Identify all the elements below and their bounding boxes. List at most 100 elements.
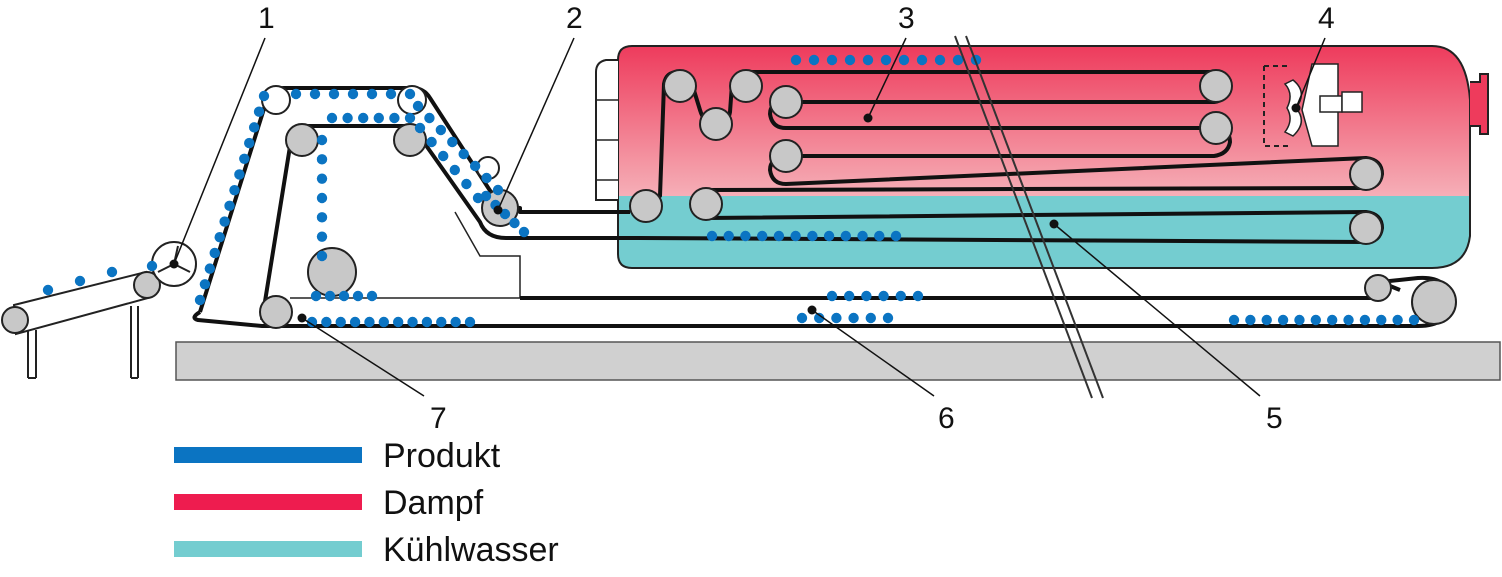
product-dot bbox=[316, 250, 328, 262]
legend-swatch-1 bbox=[174, 494, 362, 510]
product-dot bbox=[509, 217, 520, 229]
product-dot bbox=[1343, 314, 1354, 326]
callout-number-3: 3 bbox=[898, 2, 915, 35]
legend-label-1: Dampf bbox=[383, 484, 484, 522]
product-dot bbox=[407, 316, 418, 328]
leader-line-4 bbox=[1295, 37, 1326, 109]
product-dot bbox=[309, 88, 321, 100]
product-dot bbox=[316, 173, 328, 184]
product-dot bbox=[882, 312, 894, 324]
product-dot bbox=[472, 192, 484, 204]
product-dot bbox=[342, 112, 353, 124]
product-dot bbox=[290, 88, 302, 100]
product-dot bbox=[458, 148, 469, 160]
product-dot bbox=[404, 88, 416, 100]
product-dot bbox=[916, 54, 928, 66]
leader-line-3 bbox=[867, 37, 907, 119]
product-dot bbox=[1408, 314, 1420, 326]
product-dot bbox=[1392, 314, 1403, 326]
product-dot bbox=[347, 88, 359, 100]
product-dot bbox=[807, 230, 818, 242]
product-dot bbox=[492, 184, 504, 196]
product-dot bbox=[435, 124, 447, 136]
product-dot bbox=[480, 190, 492, 202]
product-dot bbox=[74, 275, 86, 287]
product-dot bbox=[1359, 314, 1371, 326]
product-dot bbox=[1326, 314, 1338, 326]
product-dot bbox=[874, 230, 885, 242]
product-dot bbox=[518, 226, 530, 238]
leader-anchor-4 bbox=[1291, 103, 1301, 113]
product-dot bbox=[338, 290, 350, 302]
product-dot bbox=[244, 137, 255, 149]
product-dot bbox=[326, 112, 338, 124]
product-dot bbox=[412, 100, 424, 112]
product-dot bbox=[321, 316, 332, 328]
product-dot bbox=[1376, 314, 1387, 326]
product-dot bbox=[366, 88, 378, 100]
leader-lines bbox=[173, 37, 1326, 397]
product-dot bbox=[449, 164, 460, 176]
product-dot bbox=[253, 106, 265, 117]
product-dot bbox=[499, 208, 511, 220]
product-dot bbox=[316, 192, 328, 204]
product-dot bbox=[796, 312, 808, 324]
product-dot bbox=[219, 216, 230, 227]
product-dot bbox=[1294, 314, 1305, 326]
product-dot bbox=[878, 290, 889, 302]
product-dot bbox=[848, 312, 859, 324]
leader-anchor-5 bbox=[1049, 219, 1059, 229]
product-dot bbox=[436, 316, 447, 328]
leader-anchor-7 bbox=[297, 313, 307, 323]
legend-swatch-0 bbox=[174, 447, 362, 463]
product-dot bbox=[438, 150, 449, 162]
product-dot bbox=[912, 290, 924, 302]
product-dot bbox=[146, 260, 158, 272]
product-dot bbox=[324, 290, 336, 302]
callout-number-1: 1 bbox=[258, 2, 275, 35]
leader-anchor-3 bbox=[863, 113, 873, 123]
product-dot bbox=[890, 230, 902, 242]
product-dot bbox=[316, 154, 328, 165]
product-dot bbox=[895, 290, 906, 302]
legend-label-2: Kühlwasser bbox=[383, 531, 559, 569]
leader-anchor-6 bbox=[807, 305, 817, 315]
product-dot bbox=[389, 112, 400, 124]
product-dot bbox=[404, 112, 416, 124]
product-dot bbox=[880, 54, 892, 66]
product-dot bbox=[862, 54, 874, 66]
floor bbox=[175, 341, 1501, 381]
product-dots bbox=[42, 54, 1420, 328]
product-dot bbox=[469, 160, 481, 172]
leader-anchor-2 bbox=[493, 205, 503, 215]
product-dot bbox=[424, 112, 435, 124]
product-dot bbox=[106, 266, 118, 278]
product-dot bbox=[42, 284, 54, 296]
callout-number-5: 5 bbox=[1266, 402, 1283, 435]
product-dot bbox=[1310, 314, 1322, 326]
product-dot bbox=[414, 122, 426, 134]
product-dot bbox=[844, 290, 855, 302]
product-dot bbox=[248, 122, 260, 133]
legend-label-0: Produkt bbox=[383, 437, 501, 475]
product-dot bbox=[1261, 314, 1272, 326]
callout-number-4: 4 bbox=[1318, 2, 1335, 35]
callout-number-7: 7 bbox=[430, 402, 447, 435]
product-dot bbox=[1277, 314, 1289, 326]
product-dot bbox=[790, 54, 802, 66]
product-dot bbox=[450, 316, 461, 328]
product-dot bbox=[481, 172, 492, 184]
product-dot bbox=[335, 316, 346, 328]
leader-anchor-1 bbox=[169, 259, 179, 269]
leader-line-5 bbox=[1053, 223, 1261, 397]
product-dot bbox=[461, 178, 472, 190]
product-dot bbox=[826, 290, 838, 302]
product-dot bbox=[826, 54, 838, 66]
product-dot bbox=[224, 200, 235, 212]
leader-line-2 bbox=[497, 37, 575, 211]
product-dot bbox=[306, 316, 318, 328]
callout-number-6: 6 bbox=[938, 402, 955, 435]
product-dot bbox=[385, 88, 397, 100]
